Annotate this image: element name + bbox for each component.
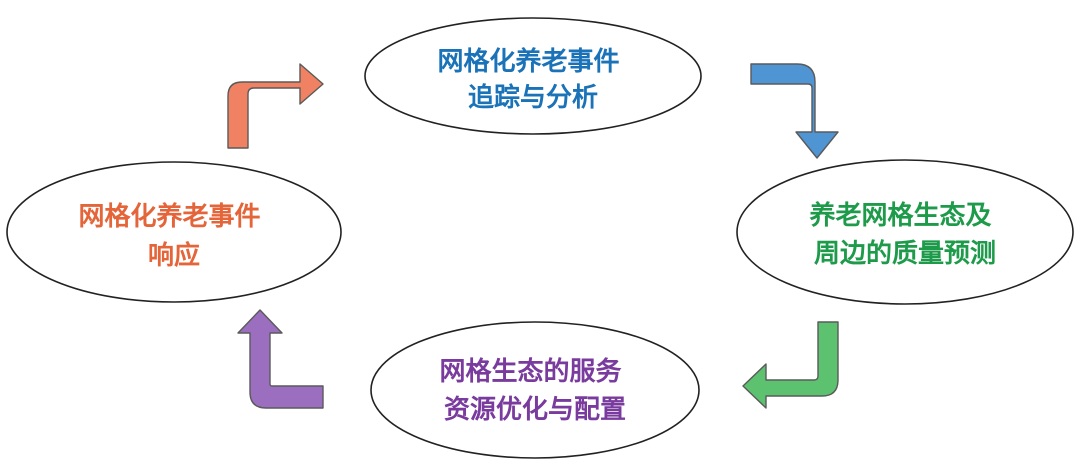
node-response-line-2: 响应 <box>148 240 200 271</box>
node-response-line-1: 网格化养老事件 <box>78 201 260 232</box>
arrow-response-to-tracking <box>227 63 324 149</box>
node-optimization-label: 网格生态的服务 资源优化与配置 <box>439 356 630 425</box>
arrow-tracking-to-prediction <box>750 63 839 159</box>
node-tracking-label: 网格化养老事件 追踪与分析 <box>437 46 628 113</box>
node-tracking-ellipse <box>364 17 702 135</box>
node-optimization-ellipse <box>370 321 700 459</box>
node-tracking-line-2: 追踪与分析 <box>468 82 598 113</box>
node-prediction-line-1: 养老网格生态及 <box>808 200 991 231</box>
node-response-label: 网格化养老事件 响应 <box>78 201 269 271</box>
node-prediction-label: 养老网格生态及 周边的质量预测 <box>808 200 1000 269</box>
node-tracking-line-1: 网格化养老事件 <box>437 46 619 77</box>
node-response: 网格化养老事件 响应 <box>6 161 342 303</box>
node-response-ellipse <box>6 161 342 303</box>
arrow-prediction-to-optimization <box>742 321 839 409</box>
arrow-optimization-to-response <box>237 309 324 409</box>
node-optimization-line-2: 资源优化与配置 <box>444 395 626 425</box>
node-prediction-line-2: 周边的质量预测 <box>814 238 996 269</box>
node-prediction-ellipse <box>736 159 1074 305</box>
node-prediction: 养老网格生态及 周边的质量预测 <box>736 159 1074 305</box>
node-tracking: 网格化养老事件 追踪与分析 <box>364 17 702 135</box>
node-optimization: 网格生态的服务 资源优化与配置 <box>370 321 700 459</box>
node-optimization-line-1: 网格生态的服务 <box>439 356 621 387</box>
